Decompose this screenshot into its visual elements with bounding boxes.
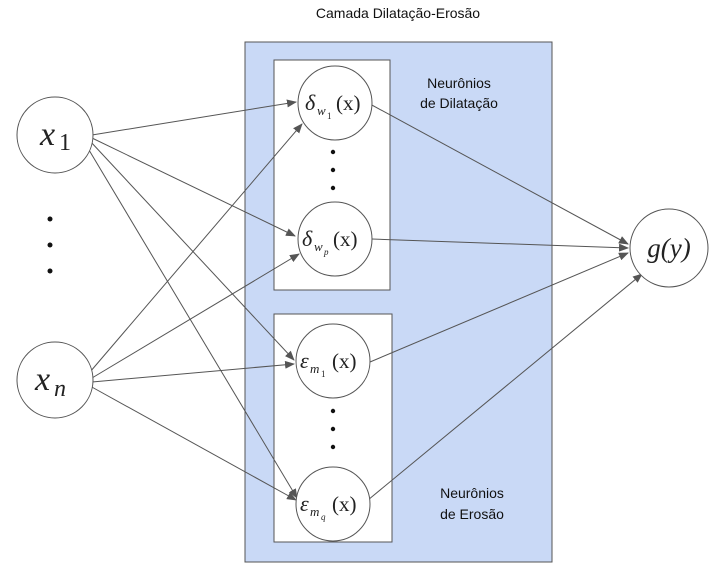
svg-text:δ: δ	[305, 90, 316, 115]
edges	[85, 99, 643, 501]
erosion-dots	[330, 408, 336, 450]
edge-x1-eps-m1	[89, 140, 295, 361]
svg-text:w: w	[314, 239, 323, 254]
svg-text:(x): (x)	[332, 349, 357, 373]
svg-text:x: x	[39, 116, 55, 153]
svg-text:ε: ε	[300, 348, 309, 373]
edge-xn-eps-mq	[89, 385, 297, 501]
svg-text:p: p	[323, 247, 329, 257]
neuron-eps-m1: ε m 1 (x)	[295, 323, 371, 399]
svg-text:1: 1	[327, 111, 332, 121]
svg-text:(x): (x)	[333, 227, 358, 251]
svg-text:m: m	[310, 504, 319, 519]
svg-text:δ: δ	[302, 226, 313, 251]
svg-text:g(y): g(y)	[647, 233, 690, 263]
edge-x1-delta-wp	[91, 137, 296, 237]
svg-text:1: 1	[321, 369, 326, 379]
input-node-x1: x 1	[16, 96, 94, 174]
dilation-dots	[330, 149, 336, 191]
output-node-gy: g(y)	[629, 208, 709, 288]
svg-text:m: m	[310, 361, 319, 376]
input-node-xn: x n	[16, 341, 94, 419]
edge-xn-delta-w1	[89, 123, 303, 373]
edge-delta-wp-gy	[371, 238, 629, 252]
svg-text:w: w	[317, 103, 326, 118]
svg-text:q: q	[321, 512, 326, 522]
neuron-eps-mq: ε m q (x)	[295, 466, 371, 542]
svg-text:x: x	[34, 361, 50, 398]
svg-text:(x): (x)	[332, 492, 357, 516]
edge-delta-w1-gy	[369, 103, 629, 245]
edge-xn-delta-wp	[91, 253, 300, 379]
edge-eps-mq-gy	[367, 273, 643, 501]
edge-x1-eps-mq	[85, 144, 298, 499]
erosion-label-line2: de Erosão	[440, 506, 504, 522]
neuron-delta-wp: δ w p (x)	[297, 201, 373, 277]
input-dots	[47, 216, 53, 274]
edge-xn-eps-m1	[91, 360, 295, 383]
dilation-label-line2: de Dilatação	[420, 95, 498, 111]
svg-text:ε: ε	[300, 491, 309, 516]
svg-text:(x): (x)	[336, 91, 361, 115]
diagram-title: Camada Dilatação-Erosão	[316, 5, 480, 21]
svg-text:1: 1	[59, 130, 71, 156]
dilation-label-line1: Neurônios	[427, 75, 491, 91]
edge-x1-delta-w1	[91, 99, 297, 136]
erosion-label-line1: Neurônios	[440, 485, 504, 501]
edge-eps-m1-gy	[369, 252, 629, 363]
neuron-delta-w1: δ w 1 (x)	[297, 65, 373, 141]
svg-text:n: n	[54, 376, 66, 402]
